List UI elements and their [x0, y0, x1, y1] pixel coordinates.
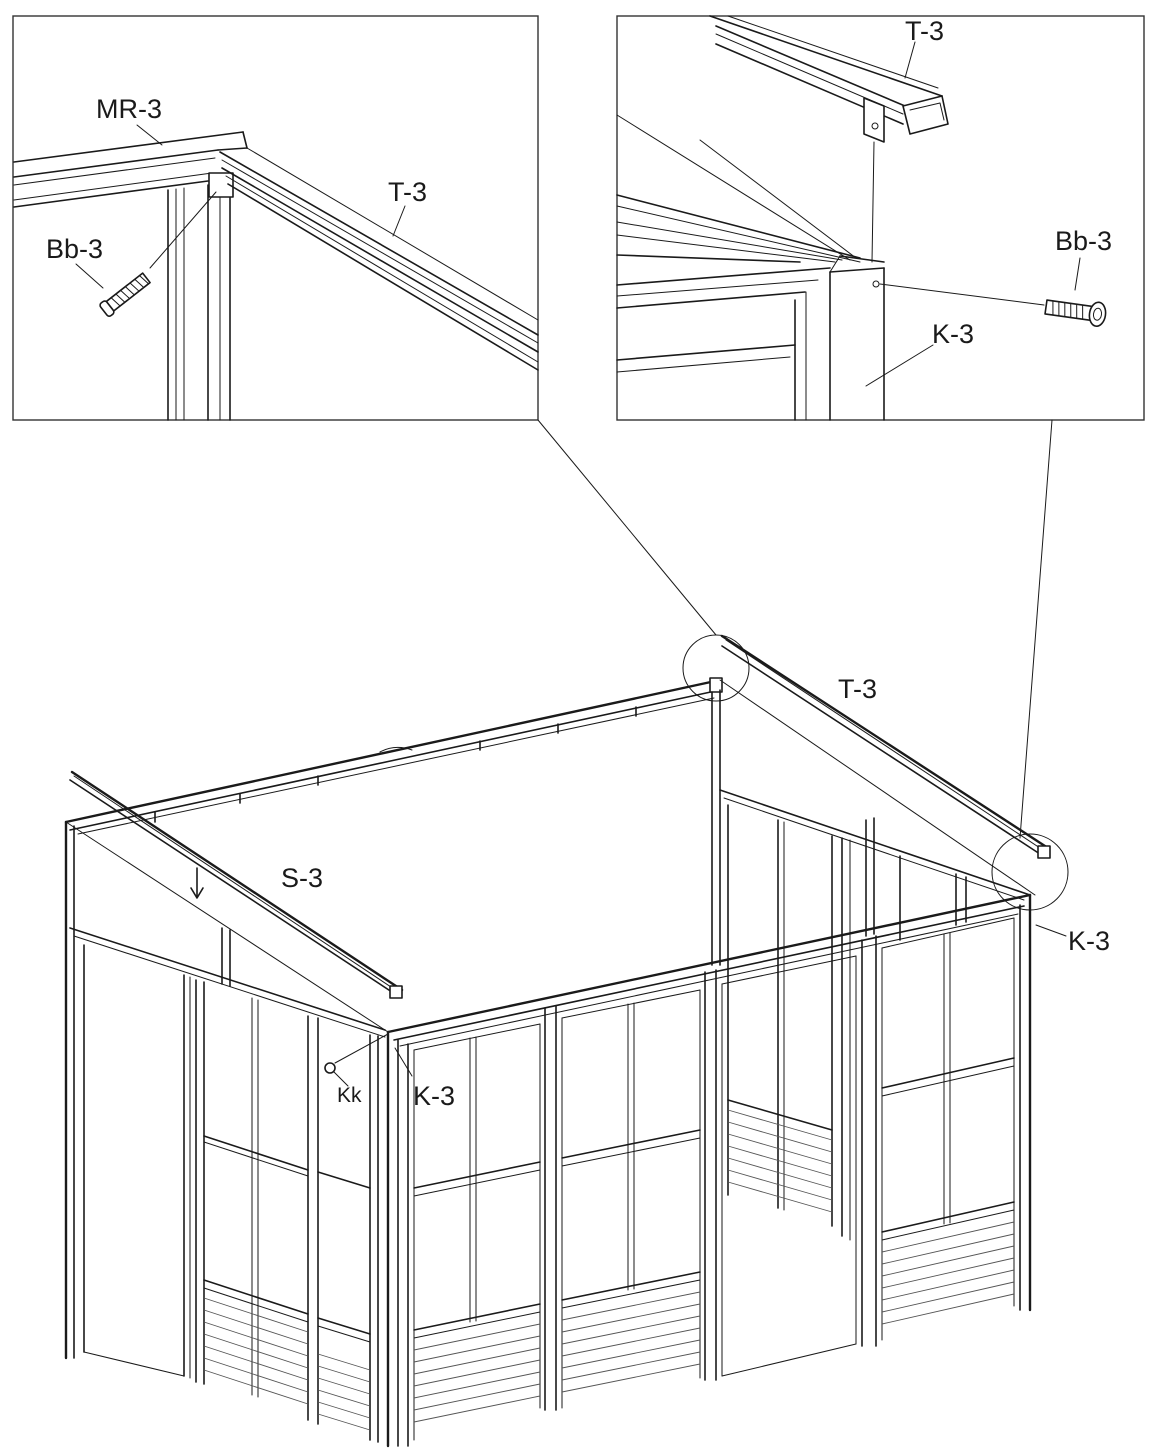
- label-bb3-left-detail: Bb-3: [46, 234, 103, 264]
- ridge-beam-detail: [13, 131, 248, 208]
- rafter-detail-right: [709, 15, 949, 263]
- label-bb3-right-detail: Bb-3: [1055, 226, 1112, 256]
- label-mr3: MR-3: [96, 94, 162, 124]
- back-top-beam: [64, 677, 723, 835]
- detail-panel-left: MR-3 T-3 Bb-3: [12, 15, 539, 421]
- greenhouse-main: [64, 634, 1067, 1448]
- label-kk-main: Kk: [337, 1084, 362, 1107]
- left-wall-slats: [203, 1297, 371, 1431]
- label-t3-main: T-3: [838, 674, 877, 704]
- front-wall: [386, 893, 1032, 1447]
- post-detail-left: [167, 172, 234, 421]
- front-wall-slats: [413, 1221, 1015, 1423]
- rafter-t3-main: [720, 634, 1051, 859]
- bolt-detail-left: [99, 191, 217, 317]
- wall-structure-detail-right: [616, 114, 885, 421]
- label-t3-right-detail: T-3: [905, 16, 944, 46]
- label-s3-main: S-3: [281, 863, 323, 893]
- right-side-wall: [719, 789, 1031, 1241]
- zoom-circle-top: [682, 634, 750, 702]
- label-t3-left-detail: T-3: [388, 177, 427, 207]
- right-wall-slats: [727, 1099, 833, 1213]
- rafter-s3-main: [69, 770, 404, 999]
- knob-icon: [324, 1062, 336, 1074]
- arrow-down-icon: [190, 867, 204, 899]
- label-k3-right-detail: K-3: [932, 319, 974, 349]
- knob-kk: [324, 1033, 389, 1087]
- zoom-connectors: [537, 419, 1069, 911]
- rear-post: [711, 689, 721, 966]
- label-k3-right-main: K-3: [1068, 926, 1110, 956]
- leader-k3-right: [1035, 924, 1067, 937]
- rafter-detail-left: [219, 147, 539, 371]
- beam-clips: [154, 706, 637, 823]
- bolt-detail-right: [879, 283, 1107, 327]
- detail-left-frame: [12, 15, 539, 421]
- detail-right-frame: [616, 15, 1145, 421]
- label-k3-front-main: K-3: [413, 1081, 455, 1111]
- leaders-detail-left: [75, 124, 406, 289]
- detail-panel-right: T-3 Bb-3 K-3: [616, 15, 1145, 421]
- leaders-detail-right: [865, 41, 1081, 387]
- leader-k3-front: [394, 1047, 413, 1077]
- left-side-wall: [64, 820, 390, 1448]
